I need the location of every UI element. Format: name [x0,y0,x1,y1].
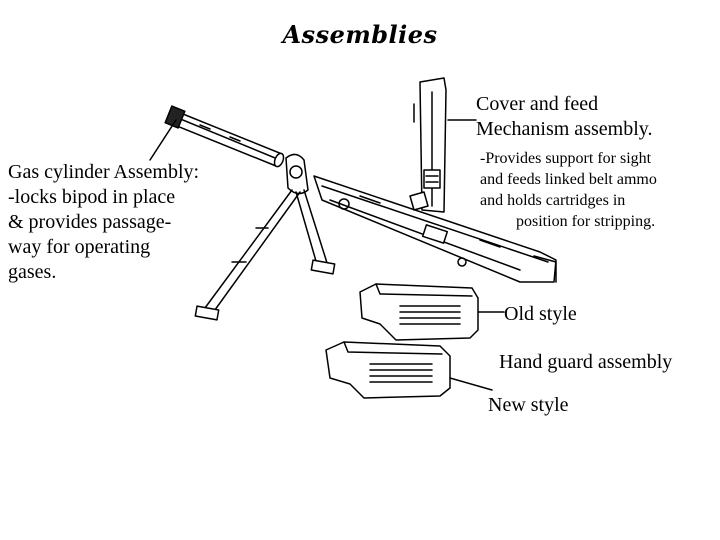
hand-guard-label: Hand guard assembly [499,351,673,373]
cover-line-1: Cover and feed [476,93,599,115]
cover-desc-line-3: and holds cartridges in [480,192,626,209]
cover-line-2: Mechanism assembly. [476,118,653,140]
gas-cylinder-leader [149,119,177,161]
cover-desc-line-2: and feeds linked belt ammo [480,171,657,188]
new-style-leader [449,377,493,391]
gas-cylinder-label: Gas cylinder Assembly: -locks bipod in p… [8,160,199,285]
bipod-drawing [194,153,336,321]
hand-guard-new-drawing [325,341,451,399]
gas-cylinder-line-5: gases. [8,261,57,283]
receiver-drawing [313,175,557,283]
gas-cylinder-line-4: way for operating [8,236,151,258]
cover-desc-line-4: position for stripping. [516,213,656,230]
cover-label: Cover and feed Mechanism assembly. [476,92,652,142]
gas-cylinder-line-3: & provides passage- [8,211,172,233]
gas-cylinder-drawing [164,105,285,168]
old-style-label: Old style [504,303,577,325]
cover-description: -Provides support for sight and feeds li… [480,148,657,232]
cover-desc-line-1: -Provides support for sight [480,150,652,167]
new-style-label: New style [488,394,569,416]
gas-cylinder-line-1: Gas cylinder Assembly: [8,161,200,183]
page-title: Assemblies [282,20,438,49]
gas-cylinder-line-2: -locks bipod in place [8,186,176,208]
hand-guard-old-drawing [359,283,479,341]
cover-feed-drawing [409,77,447,213]
